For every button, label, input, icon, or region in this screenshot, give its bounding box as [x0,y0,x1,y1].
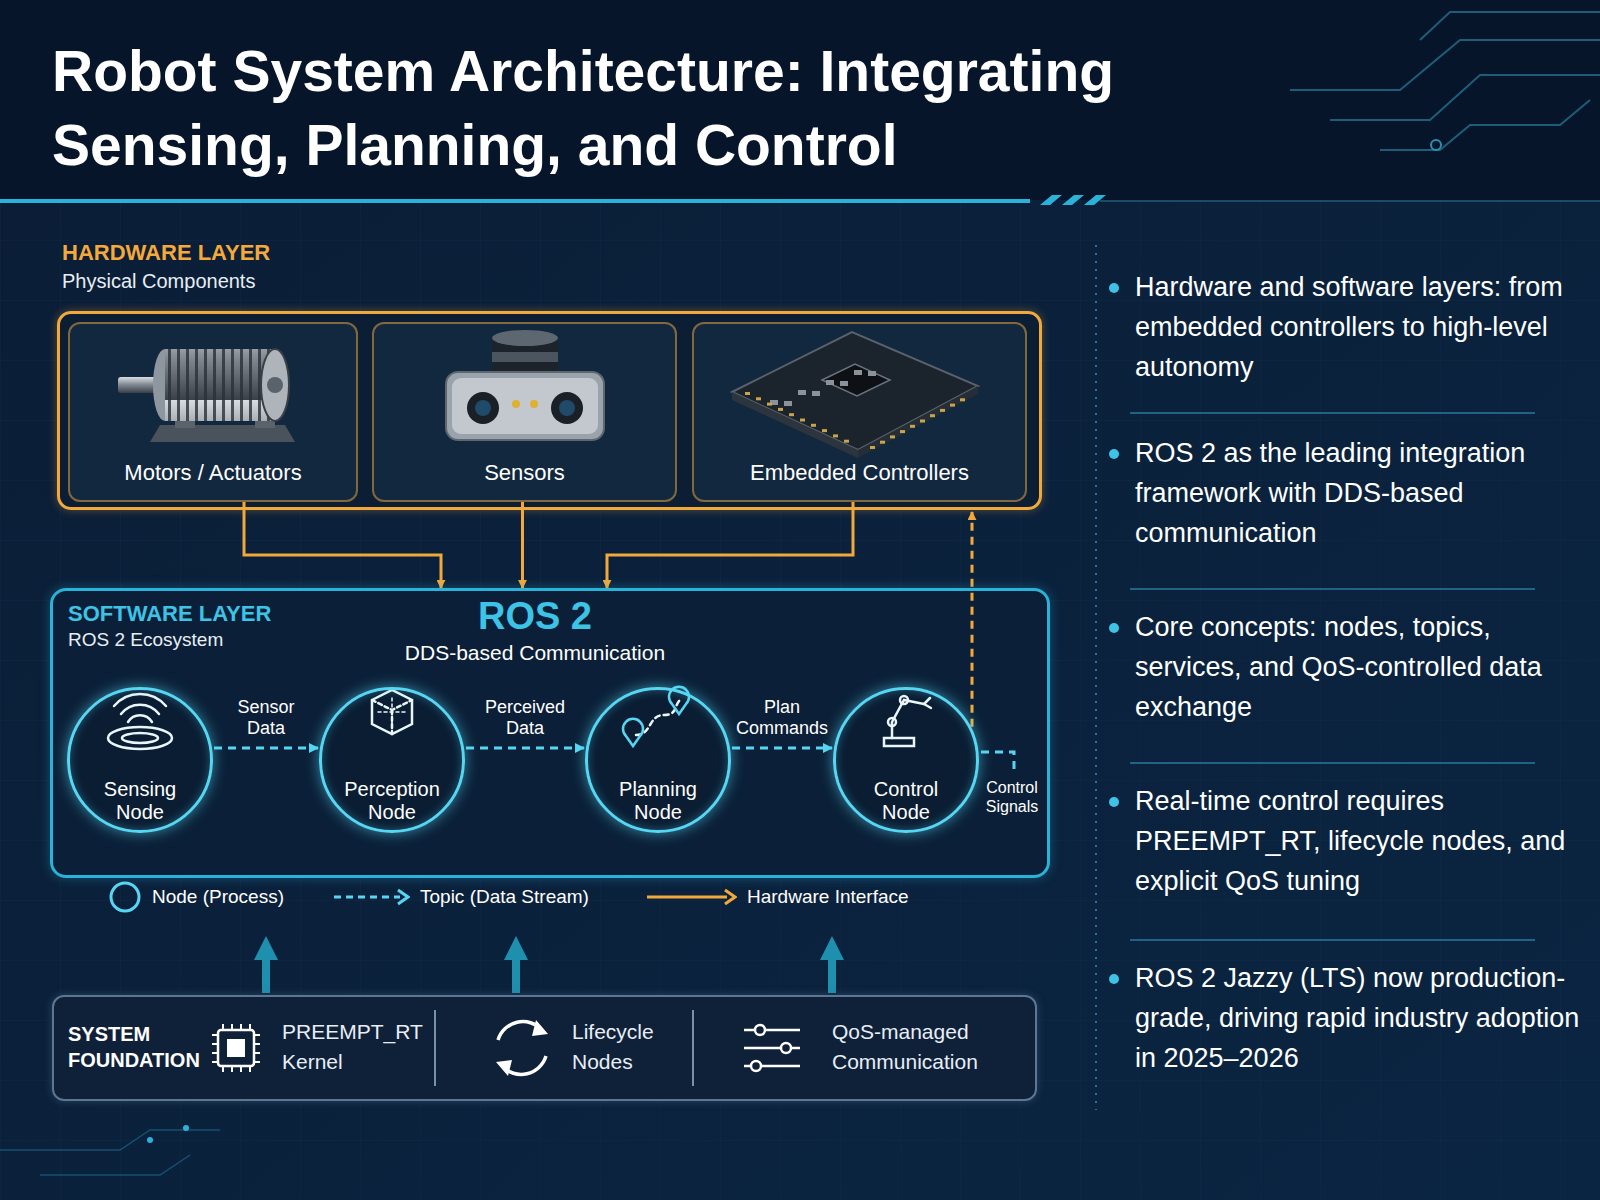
legend-sample [108,880,142,914]
process-node: Control Node [833,687,979,833]
hardware-layer: HARDWARE LAYER Physical ComponentsMotors … [57,240,1042,510]
bullet-note: ROS 2 Jazzy (LTS) now production-grade, … [1135,959,1585,1079]
topic-arrow [732,747,832,750]
bullet-note: Real-time control requires PREEMPT_RT, l… [1135,782,1585,902]
foundation-band: SYSTEM FOUNDATION PREEMPT_RT Kernel Lifecy… [52,995,1037,1101]
support-arrows [266,948,832,993]
edge-label: Control Signals [981,778,1043,816]
hardware-arrow [971,512,974,727]
legend-text: Node (Process) [152,886,284,908]
edge-label: Perceived Data [477,697,573,740]
topic-arrow [214,747,318,750]
hardware-card: Motors / Actuators [68,322,358,502]
bullet-note: Core concepts: nodes, topics, services, … [1135,608,1585,728]
page-title: Robot System Architecture: Integrating S… [52,34,1312,182]
legend-entry: Topic (Data Stream) [332,880,589,914]
foundation-item: PREEMPT_RT Kernel [282,1017,432,1078]
legend-sample [332,880,410,914]
card-label: Embedded Controllers [694,460,1025,486]
foundation-icons [212,1010,800,1086]
framework-subtitle: DDS-based Communication [385,641,685,665]
node-label: Sensing Node [85,778,195,824]
motor-icon [118,349,295,442]
node-label: Control Node [851,778,961,824]
foundation-item: QoS-managed Communication [832,1017,1027,1078]
edge-label: Sensor Data [218,697,314,740]
node-label: Perception Node [337,778,447,824]
hardware-arrow [607,502,853,588]
hardware-card: Embedded Controllers [692,322,1027,502]
legend-text: Topic (Data Stream) [420,886,589,908]
process-node: Perception Node [319,687,465,833]
board-icon [732,332,978,458]
card-label: Motors / Actuators [70,460,356,486]
hardware-card: Sensors [372,322,677,502]
bullet-note: Hardware and software layers: from embed… [1135,268,1585,388]
node-label: Planning Node [603,778,713,824]
foundation-item: Lifecycle Nodes [572,1017,692,1078]
software-layer: SOFTWARE LAYERROS 2 Ecosystem ROS 2 DDS-ba… [50,588,1050,878]
process-node: Sensing Node [67,687,213,833]
signal-stub [981,752,1014,770]
sensor-icon [446,330,604,440]
topic-arrow [466,747,584,750]
bullet-note: ROS 2 as the leading integration framewo… [1135,434,1585,554]
layer-heading: HARDWARE LAYER [62,240,270,266]
node-icons [108,687,931,749]
legend-text: Hardware Interface [747,886,909,908]
legend-entry: Hardware Interface [645,880,909,914]
process-node: Planning Node [585,687,731,833]
layer-subheading: Physical Components [62,270,255,293]
framework-name: ROS 2 [435,595,635,638]
legend-sample [645,880,737,914]
edge-label: Plan Commands [734,697,830,740]
layer-heading: SOFTWARE LAYER [68,601,271,627]
hardware-arrow [521,502,524,588]
hardware-arrow [244,502,441,588]
legend-entry: Node (Process) [108,880,284,914]
band-heading: SYSTEM FOUNDATION [68,1021,208,1073]
card-label: Sensors [374,460,675,486]
layer-subheading: ROS 2 Ecosystem [68,629,223,651]
